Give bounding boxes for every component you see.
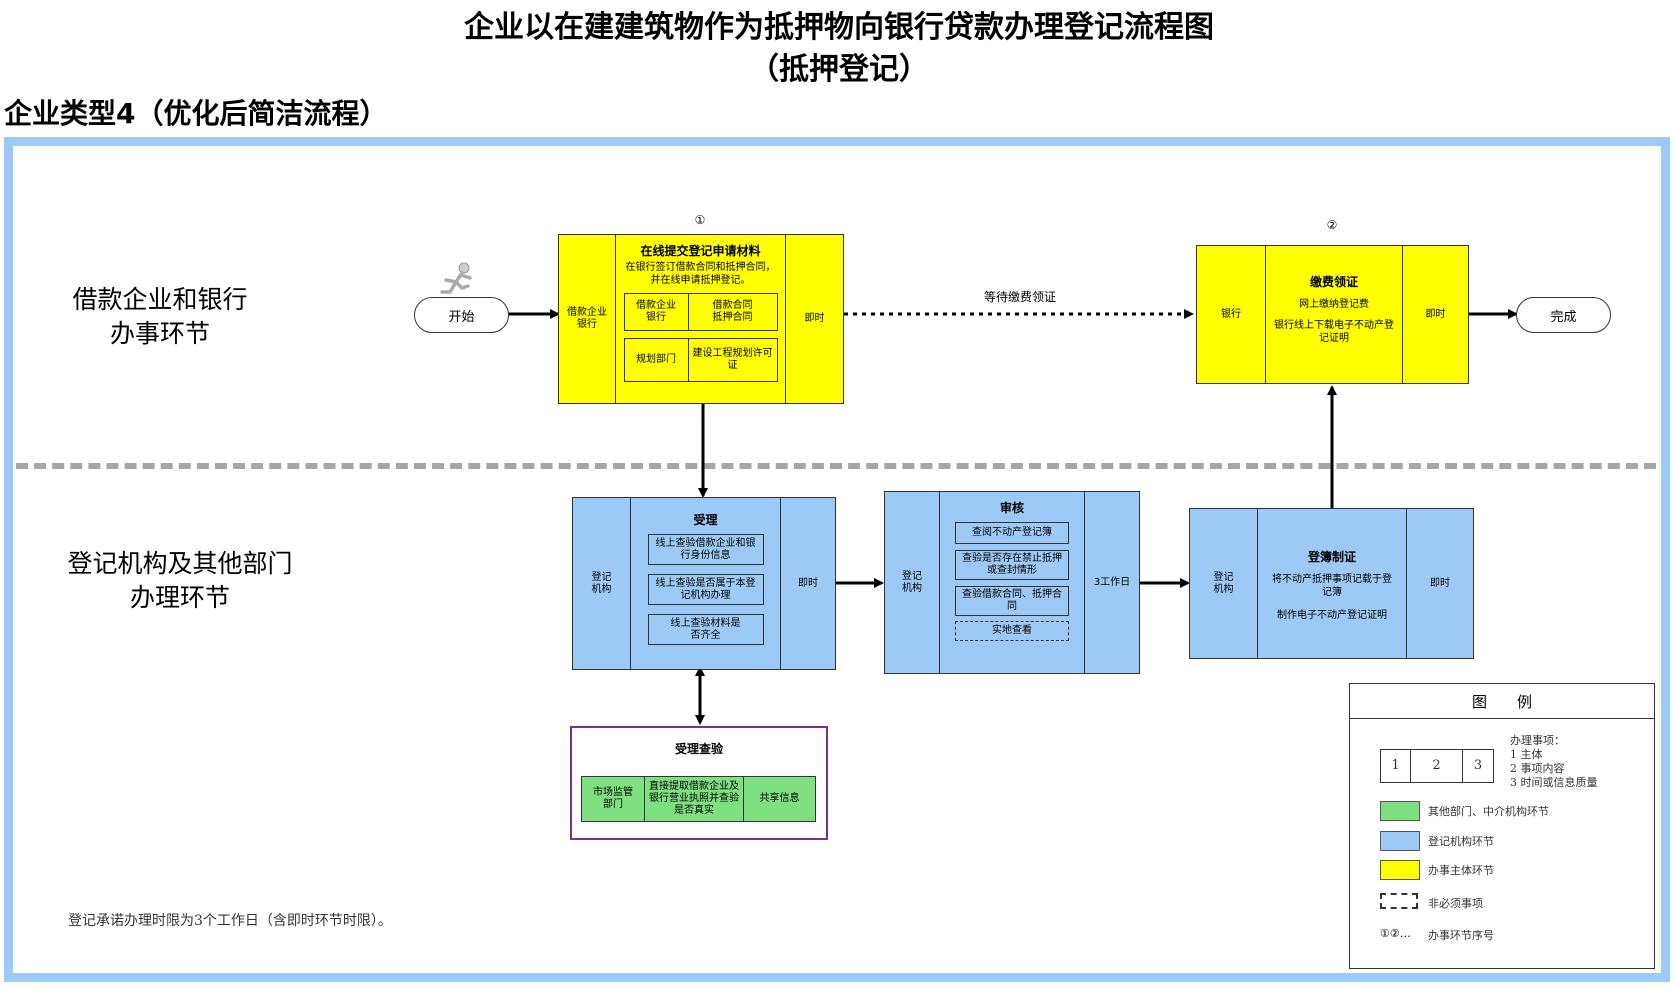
page-title: 企业以在建建筑物作为抵押物向银行贷款办理登记流程图 [464,10,1214,45]
step1-box: 借款企业 银行 在线提交登记申请材料 在银行签订借款合同和抵押合同，并在线申请抵… [558,234,844,404]
record-subject: 登记 机构 [1190,509,1258,658]
record-content: 登簿制证 将不动产抵押事项记载于登记簿 制作电子不动产登记证明 [1258,509,1407,658]
lane-label-bottom-line1: 登记机构及其他部门 [67,549,293,578]
time-limit-footnote: 登记承诺办理时限为3个工作日（含即时环节时限）。 [68,913,392,929]
accept-item-3: 线上查验材料是否齐全 [647,614,764,645]
start-label: 开始 [448,309,475,325]
review-item-3: 查验借款合同、抵押合同 [955,586,1069,616]
step1-desc: 在银行签订借款合同和抵押合同，并在线申请抵押登记。 [625,262,776,286]
step1-time: 即时 [804,313,825,324]
review-item-1: 查阅不动产登记簿 [955,522,1069,544]
lane-label-top-line1: 借款企业和银行 [72,285,248,314]
review-subject: 登记 机构 [885,492,940,673]
verify-content: 直接提取借款企业及银行营业执照并查验是否真实 [645,777,744,821]
record-box: 登记 机构 登簿制证 将不动产抵押事项记载于登记簿 制作电子不动产登记证明 即时 [1189,508,1474,659]
accept-box: 登记 机构 受理 线上查验借款企业和银行身份信息 线上查验是否属于本登记机构办理… [572,497,836,670]
legend-desc-line-3: 3 时间或信息质量 [1510,776,1598,789]
step1-content: 在线提交登记申请材料 在银行签订借款合同和抵押合同，并在线申请抵押登记。 借款企… [616,235,786,403]
step1-material-row-1: 借款企业 银行 借款合同 抵押合同 [623,293,778,331]
step1-material-subject-2: 规划部门 [625,339,689,381]
legend-seq-symbol: ①②… [1380,927,1411,940]
verify-row: 市场监管 部门 直接提取借款企业及银行营业执照并查验是否真实 共享信息 [581,776,816,822]
legend-title: 图 例 [1350,684,1654,719]
step2-content: 缴费领证 网上缴纳登记费 银行线上下载电子不动产登记证明 [1266,246,1403,383]
record-line-2: 制作电子不动产登记证明 [1277,610,1387,621]
step1-subject: 借款企业 银行 [559,235,616,403]
end-label: 完成 [1550,309,1577,325]
legend-swatch-yellow [1380,860,1420,880]
lane-divider [16,463,1656,469]
step2-line-1: 网上缴纳登记费 [1299,299,1369,310]
step2-time: 即时 [1425,308,1446,320]
step2-box: 银行 缴费领证 网上缴纳登记费 银行线上下载电子不动产登记证明 即时 [1196,245,1469,384]
review-item-2: 查验是否存在禁止抵押或查封情形 [955,550,1069,580]
review-time: 3工作日 [1093,576,1131,588]
legend-dashed-label: 非必须事项 [1428,897,1483,910]
wait-label: 等待缴费领证 [983,290,1056,304]
legend-sample-cell-1: 1 [1381,750,1411,782]
lane-label-top-line2: 办事环节 [109,319,210,348]
page-title-sub: （抵押登记） [749,52,929,87]
legend-swatch-blue [1380,831,1420,851]
legend-seq-label: 办事环节序号 [1428,929,1494,942]
legend-sample-box: 1 2 3 [1380,749,1494,783]
step-number-2: ② [1326,218,1338,232]
start-terminal: 开始 [414,297,509,333]
legend-blue-label: 登记机构环节 [1428,835,1494,848]
enterprise-type-heading: 企业类型4（优化后简洁流程） [4,97,388,130]
record-time: 即时 [1430,577,1450,589]
legend-swatch-dashed [1380,893,1418,909]
end-terminal: 完成 [1516,297,1611,333]
accept-content: 受理 线上查验借款企业和银行身份信息 线上查验是否属于本登记机构办理 线上查验材… [631,498,781,669]
legend-box: 图 例 1 2 3 办理事项： 1 主体 2 事项内容 3 时间或信息质量 其他… [1349,683,1655,969]
accept-item-1: 线上查验借款企业和银行身份信息 [647,534,764,565]
step1-material-doc-1: 借款合同 抵押合同 [712,300,753,323]
legend-description: 办理事项： 1 主体 2 事项内容 3 时间或信息质量 [1510,734,1598,790]
review-title: 审核 [999,501,1024,515]
accept-subject: 登记 机构 [573,498,631,669]
accept-item-2: 线上查验是否属于本登记机构办理 [647,574,764,605]
legend-desc-line-2: 2 事项内容 [1510,762,1565,775]
verify-subject: 市场监管 部门 [582,777,645,821]
step1-material-subject-1: 借款企业 银行 [625,294,689,330]
step2-title: 缴费领证 [1309,275,1358,289]
legend-sample-cell-3: 3 [1473,758,1483,773]
accept-time: 即时 [798,577,818,589]
review-box: 登记 机构 审核 查阅不动产登记簿 查验是否存在禁止抵押或查封情形 查验借款合同… [884,491,1140,674]
review-content: 审核 查阅不动产登记簿 查验是否存在禁止抵押或查封情形 查验借款合同、抵押合同 … [940,492,1085,673]
legend-swatch-green [1380,801,1420,821]
step2-line-2: 银行线上下载电子不动产登记证明 [1274,320,1394,344]
review-item-4-optional: 实地查看 [955,621,1069,641]
step2-subject: 银行 [1197,246,1266,383]
verify-info: 共享信息 [759,793,800,804]
step-number-1: ① [694,213,706,227]
running-person-icon [440,262,472,294]
step1-material-row-2: 规划部门 建设工程规划许可证 [623,338,778,382]
record-line-1: 将不动产抵押事项记载于登记簿 [1272,574,1392,598]
legend-green-label: 其他部门、中介机构环节 [1428,805,1549,818]
verify-title: 受理查验 [674,742,723,756]
accept-title: 受理 [693,513,718,527]
legend-sample-cell-2: 2 [1411,750,1463,782]
legend-desc-title: 办理事项： [1510,734,1565,747]
verify-box: 受理查验 市场监管 部门 直接提取借款企业及银行营业执照并查验是否真实 共享信息 [570,726,828,840]
lane-label-top: 借款企业和银行 办事环节 [40,283,280,351]
legend-yellow-label: 办事主体环节 [1428,864,1494,877]
step1-material-doc-2: 建设工程规划许可证 [692,348,773,371]
legend-desc-line-1: 1 主体 [1510,748,1543,761]
lane-label-bottom-line2: 办理环节 [129,583,230,612]
record-title: 登簿制证 [1307,550,1356,564]
step1-title: 在线提交登记申请材料 [640,244,761,258]
lane-label-bottom: 登记机构及其他部门 办理环节 [50,547,310,615]
diagram-frame [4,137,1670,982]
